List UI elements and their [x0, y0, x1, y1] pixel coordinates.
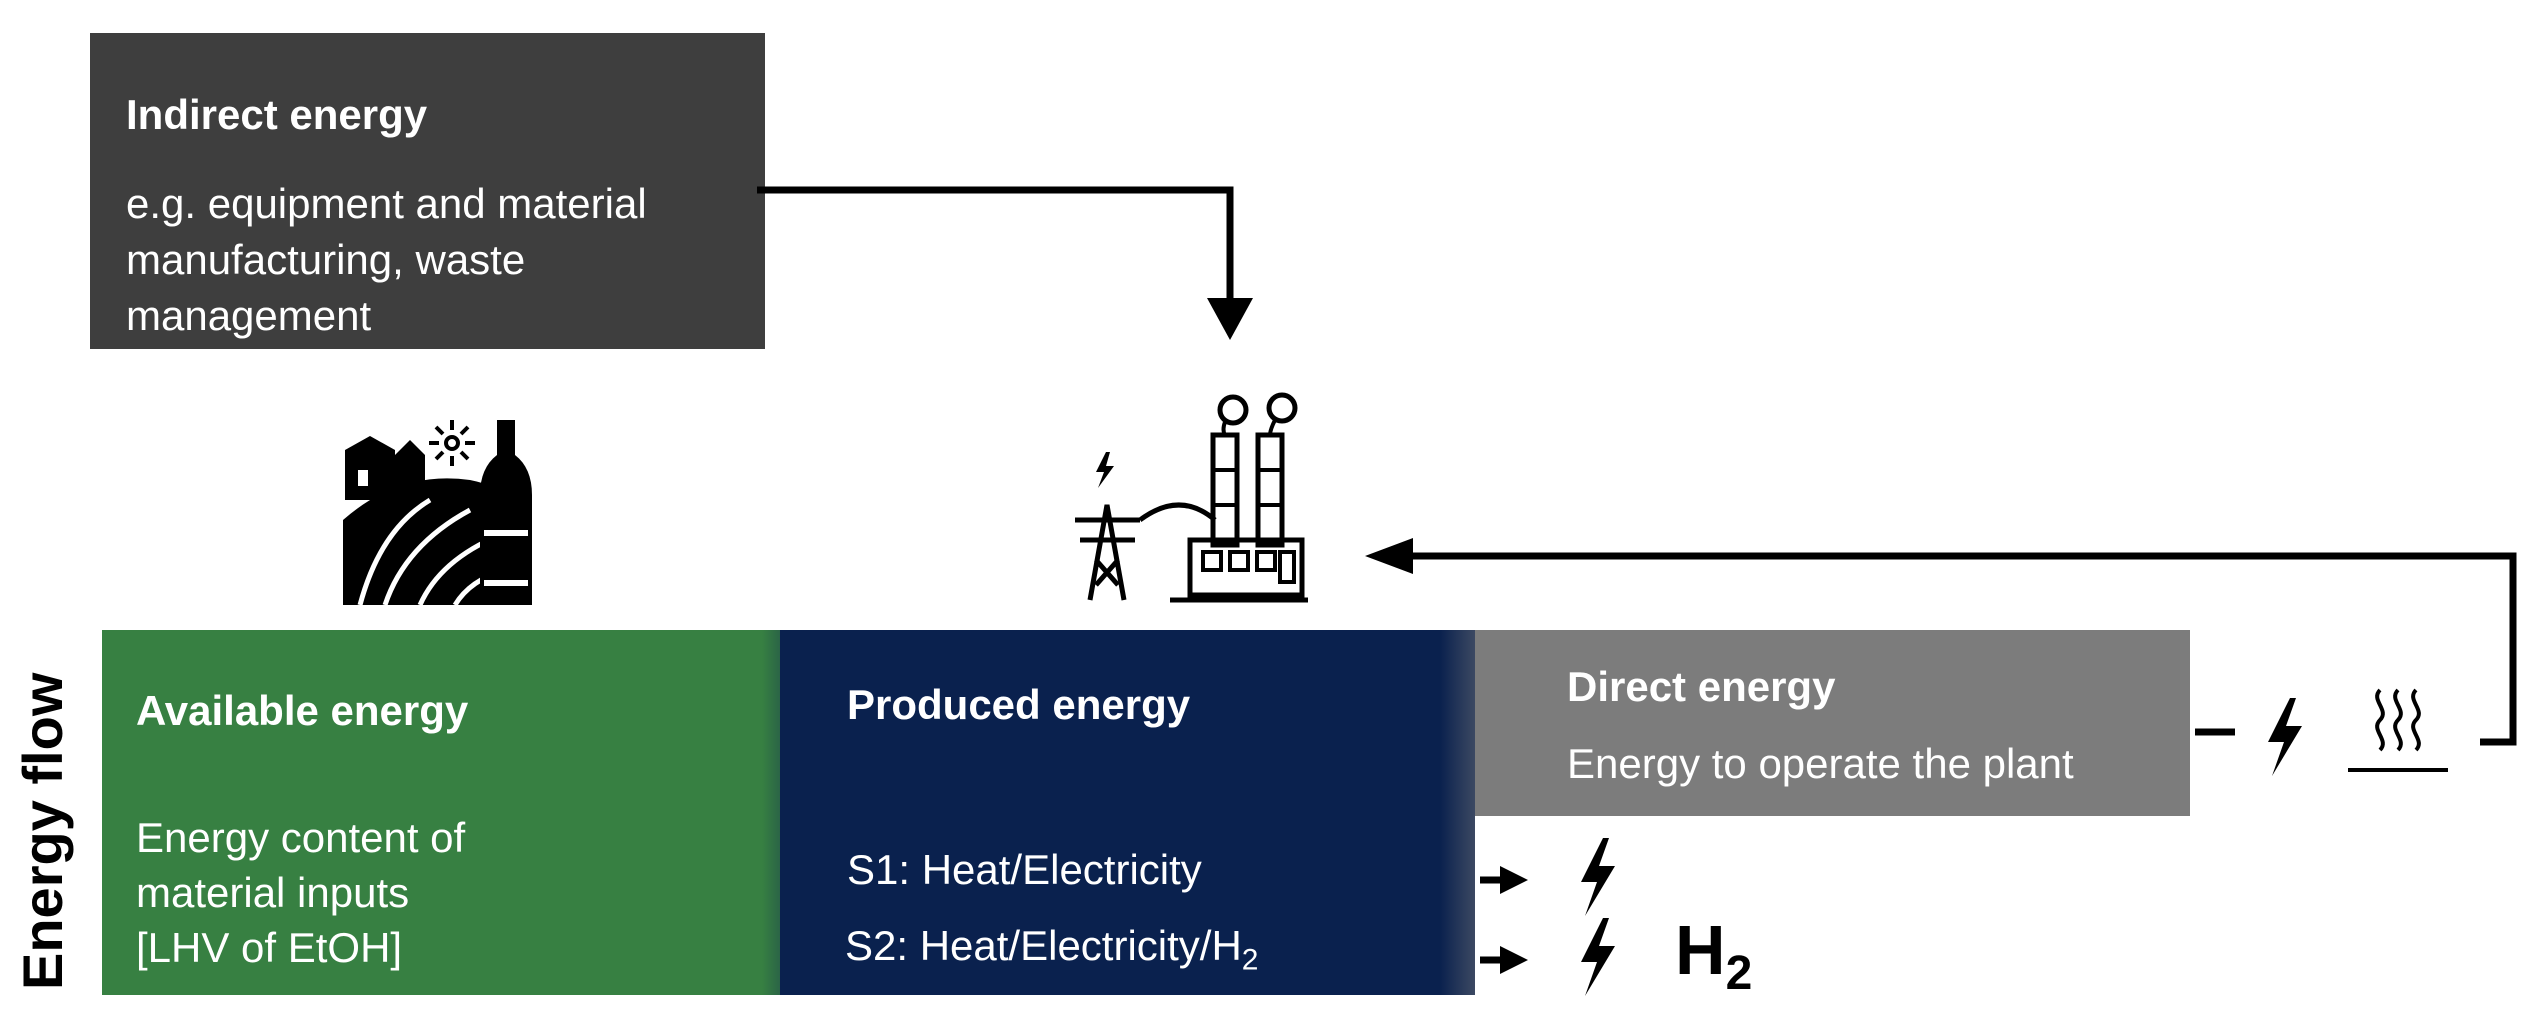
s1-output-arrow: [1480, 866, 1528, 894]
heat-icon: [2348, 688, 2448, 772]
available-energy-line-1: Energy content of: [136, 814, 466, 861]
direct-energy-title: Direct energy: [1567, 663, 1836, 710]
direct-energy-line-1: Energy to operate the plant: [1567, 740, 2074, 787]
indirect-energy-line-1: e.g. equipment and material: [126, 180, 647, 227]
indirect-energy-title: Indirect energy: [126, 91, 428, 138]
power-plant-icon: [1075, 392, 1308, 603]
produced-energy-box: Produced energy S1: Heat/Electricity S2:…: [780, 630, 1475, 995]
s2-output-arrow: [1480, 946, 1528, 974]
available-energy-line-3: [LHV of EtOH]: [136, 924, 403, 971]
direct-energy-return-arrow: [1365, 538, 2517, 746]
produced-energy-s1: S1: Heat/Electricity: [847, 846, 1202, 893]
indirect-energy-line-2: manufacturing, waste: [126, 236, 526, 283]
direct-energy-box: Direct energy Energy to operate the plan…: [1475, 630, 2190, 816]
farm-icon: [343, 420, 532, 607]
indirect-energy-box: Indirect energy e.g. equipment and mater…: [90, 33, 765, 349]
available-energy-line-2: material inputs: [136, 869, 410, 916]
produced-energy-s2: S2: Heat/Electricity/H2: [845, 922, 1259, 977]
lightning-icon: [2268, 698, 2302, 776]
indirect-energy-line-3: management: [126, 292, 372, 339]
available-energy-box: Available energy Energy content of mater…: [102, 630, 802, 995]
h2-symbol: H2: [1675, 911, 1753, 1000]
s2-lightning-icon: [1581, 918, 1615, 996]
s1-lightning-icon: [1581, 838, 1615, 916]
available-energy-title: Available energy: [136, 687, 469, 734]
produced-energy-title: Produced energy: [847, 681, 1191, 728]
indirect-to-plant-arrow: [757, 186, 1253, 340]
